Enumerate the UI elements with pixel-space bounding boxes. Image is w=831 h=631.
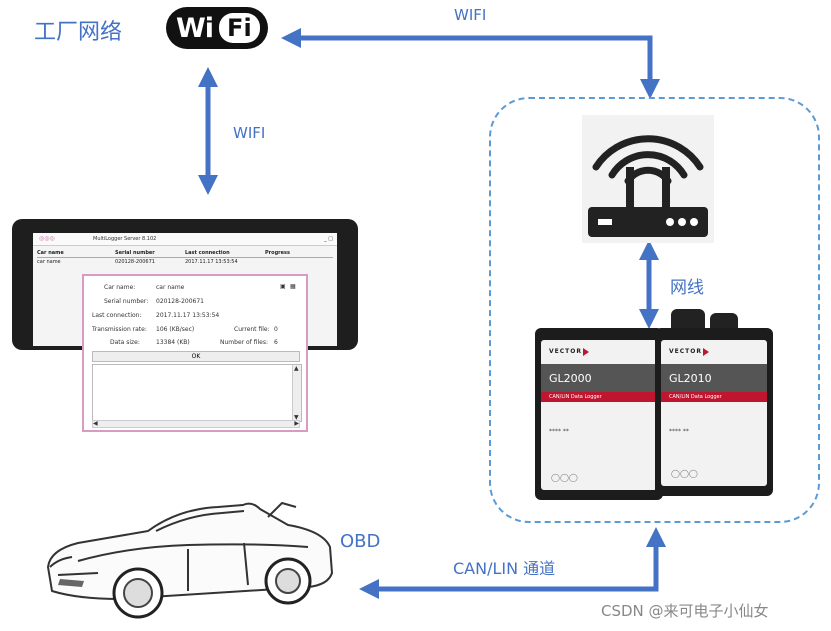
can-lin-label: CAN/LIN 通道 — [453, 559, 556, 578]
logger-face: VECTOR GL2010 CAN/LIN Data Logger **** *… — [661, 340, 767, 486]
last-connection-value: 2017.11.17 13:53:54 — [156, 312, 220, 319]
router-icon — [582, 115, 714, 243]
app-logo-icon: ◎◎◎ — [39, 235, 55, 242]
table-row[interactable]: car name 020128-200671 2017.11.17 13:53:… — [37, 258, 333, 266]
table-cell: car name — [37, 259, 61, 265]
ok-button[interactable]: OK — [92, 351, 300, 362]
watermark: CSDN @来可电子小仙女 — [601, 602, 769, 620]
software-title-bar: ◎◎◎ MultiLogger Server 8.102 _ □ — [33, 233, 337, 246]
window-controls[interactable]: _ □ — [324, 236, 333, 242]
logger-leds: **** ** — [549, 428, 569, 435]
vector-logo-icon — [703, 348, 709, 356]
car-name-label: Car name: — [104, 284, 136, 291]
scroll-left-icon[interactable]: ◀ — [93, 420, 98, 427]
table-header: Car name — [37, 250, 64, 256]
wifi-top-label: WIFI — [454, 6, 487, 24]
scroll-down-icon[interactable]: ▼ — [294, 414, 299, 421]
car-icon — [47, 502, 333, 619]
table-cell: 020128-200671 — [115, 259, 155, 265]
logger-buttons-icon: ◯◯◯ — [671, 469, 698, 478]
logger-connector-icon — [671, 309, 705, 331]
scroll-right-icon[interactable]: ▶ — [294, 420, 299, 427]
wifi-logo: Wi Fi — [166, 7, 268, 49]
car-details-dialog: Car name: car name ▣ ▦ Serial number: 02… — [82, 274, 308, 432]
wifi-logo-fi: Fi — [219, 13, 260, 43]
current-file-value: 0 — [274, 326, 278, 333]
logger-subtitle: CAN/LIN Data Logger — [541, 392, 657, 402]
logger-brand: VECTOR — [669, 348, 702, 355]
number-of-files-label: Number of files: — [220, 339, 268, 346]
logger-face: VECTOR GL2000 CAN/LIN Data Logger **** *… — [541, 340, 657, 490]
vertical-scrollbar[interactable]: ▲ ▼ — [292, 365, 301, 421]
settings-icon[interactable]: ▦ — [290, 283, 296, 290]
data-size-label: Data size: — [110, 339, 140, 346]
can-lin-arrow — [359, 526, 666, 599]
transmission-rate-value: 106 (KB/sec) — [156, 326, 195, 333]
logger-leds: **** ** — [669, 428, 689, 435]
logger-model: GL2000 — [541, 364, 657, 392]
wifi-top-arrow — [281, 28, 660, 100]
factory-network-label: 工厂网络 — [34, 20, 123, 45]
data-logger-gl2000: VECTOR GL2000 CAN/LIN Data Logger **** *… — [535, 328, 663, 500]
logger-subtitle: CAN/LIN Data Logger — [661, 392, 767, 402]
folder-icon[interactable]: ▣ — [280, 283, 286, 290]
wifi-left-label: WIFI — [233, 124, 266, 142]
last-connection-label: Last connection: — [92, 312, 142, 319]
logger-brand: VECTOR — [549, 348, 582, 355]
cable-label: 网线 — [670, 278, 704, 298]
number-of-files-value: 6 — [274, 339, 278, 346]
vector-logo-icon — [583, 348, 589, 356]
wifi-logo-wi: Wi — [176, 12, 214, 44]
horizontal-scrollbar[interactable]: ◀ ▶ — [92, 420, 300, 428]
logger-model: GL2010 — [661, 364, 767, 392]
logger-connector-icon — [710, 313, 738, 331]
table-cell: 2017.11.17 13:53:54 — [185, 259, 238, 265]
logger-buttons-icon: ◯◯◯ — [551, 473, 578, 482]
log-text-area[interactable]: ▲ ▼ — [92, 364, 302, 422]
table-header: Progress — [265, 250, 290, 256]
serial-number-value: 020128-200671 — [156, 298, 204, 305]
table-header: Serial number — [115, 250, 155, 256]
table-header: Last connection — [185, 250, 230, 256]
data-size-value: 13384 (KB) — [156, 339, 190, 346]
obd-label: OBD — [340, 531, 381, 552]
current-file-label: Current file: — [234, 326, 270, 333]
car-name-value: car name — [156, 284, 185, 291]
window-title: MultiLogger Server 8.102 — [93, 236, 157, 242]
scroll-up-icon[interactable]: ▲ — [294, 365, 299, 372]
transmission-rate-label: Transmission rate: — [92, 326, 147, 333]
car-table: Car name Serial number Last connection P… — [37, 249, 333, 266]
table-header-row: Car name Serial number Last connection P… — [37, 249, 333, 258]
table-cell — [265, 258, 325, 266]
logger-group-dashed-box — [489, 97, 820, 523]
serial-number-label: Serial number: — [104, 298, 149, 305]
data-logger-gl2010: VECTOR GL2010 CAN/LIN Data Logger **** *… — [655, 328, 773, 496]
